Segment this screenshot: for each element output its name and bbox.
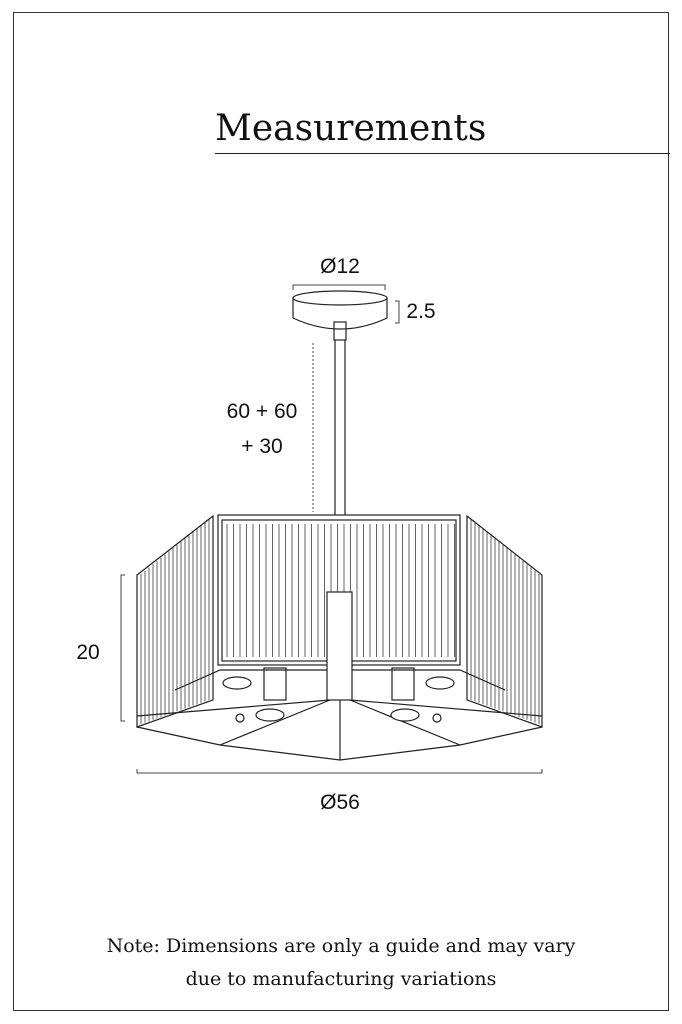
note-line-1: Note: Dimensions are only a guide and ma… <box>106 935 576 957</box>
overall-diameter-label: Ø56 <box>320 791 360 814</box>
lamp-frame <box>136 591 543 761</box>
page-border <box>13 12 669 1011</box>
rod-length-label-2: + 30 <box>241 435 283 458</box>
ceiling-canopy <box>292 290 388 330</box>
title-underline <box>215 153 670 154</box>
rod-length-label-1: 60 + 60 <box>226 400 298 423</box>
glass-panels <box>136 514 543 728</box>
note-line-2: due to manufacturing variations <box>185 968 497 990</box>
canopy-diameter-label: Ø12 <box>320 255 360 278</box>
page-title: Measurements <box>215 108 487 149</box>
dimension-lines <box>120 284 543 774</box>
canopy-height-label: 2.5 <box>406 300 436 323</box>
rod <box>333 321 347 515</box>
shade-height-label: 20 <box>76 641 100 664</box>
